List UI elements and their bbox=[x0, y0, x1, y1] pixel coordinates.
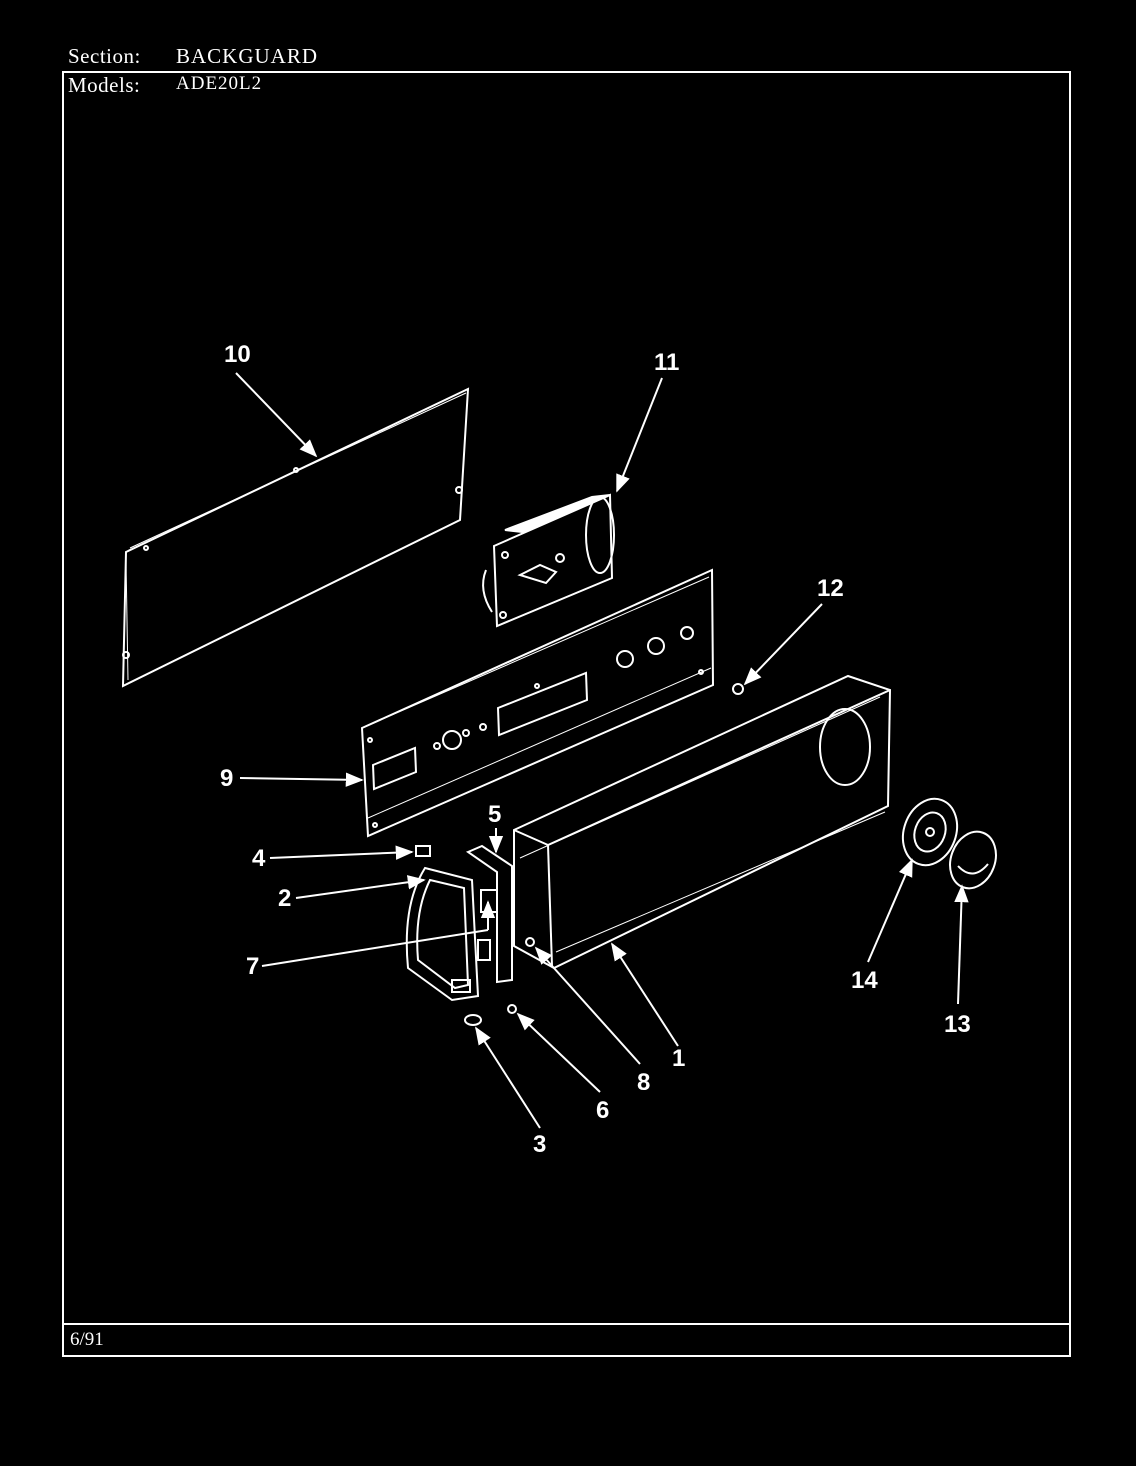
callout-4: 4 bbox=[252, 845, 266, 872]
callout-10: 10 bbox=[224, 341, 251, 368]
callout-6: 6 bbox=[596, 1097, 609, 1124]
clip-part-3 bbox=[464, 1014, 482, 1026]
backguard-housing-part-1 bbox=[513, 674, 892, 970]
callout-12: 12 bbox=[817, 575, 844, 602]
knob-part-13 bbox=[949, 830, 997, 890]
models-label: Models: bbox=[68, 73, 141, 97]
callout-3: 3 bbox=[533, 1131, 546, 1158]
control-panel-part-9 bbox=[360, 568, 715, 838]
section-label: Section: bbox=[68, 44, 141, 68]
callout-13: 13 bbox=[944, 1011, 971, 1038]
knob-base-part-14 bbox=[901, 797, 959, 867]
clip-part-4 bbox=[415, 845, 431, 857]
page-frame bbox=[62, 71, 1071, 1357]
callout-11: 11 bbox=[654, 349, 679, 376]
models-value: ADE20L2 bbox=[176, 73, 263, 94]
callout-5: 5 bbox=[488, 801, 501, 828]
callout-8: 8 bbox=[637, 1069, 650, 1096]
screw-part-6 bbox=[507, 1004, 517, 1014]
timer-assembly-part-11 bbox=[482, 493, 615, 628]
screw-part-12 bbox=[732, 683, 744, 695]
footer-date: 6/91 bbox=[70, 1329, 104, 1350]
leader-lines bbox=[235, 372, 969, 1129]
trim-strip-part-5 bbox=[465, 844, 513, 984]
callout-7: 7 bbox=[246, 953, 259, 980]
callout-1: 1 bbox=[672, 1045, 685, 1072]
section-value: BACKGUARD bbox=[176, 44, 319, 68]
callout-14: 14 bbox=[851, 967, 878, 994]
callout-9: 9 bbox=[220, 765, 233, 792]
callout-2: 2 bbox=[278, 885, 291, 912]
screw-part-8 bbox=[525, 937, 535, 947]
rear-panel-part-10 bbox=[121, 387, 470, 688]
